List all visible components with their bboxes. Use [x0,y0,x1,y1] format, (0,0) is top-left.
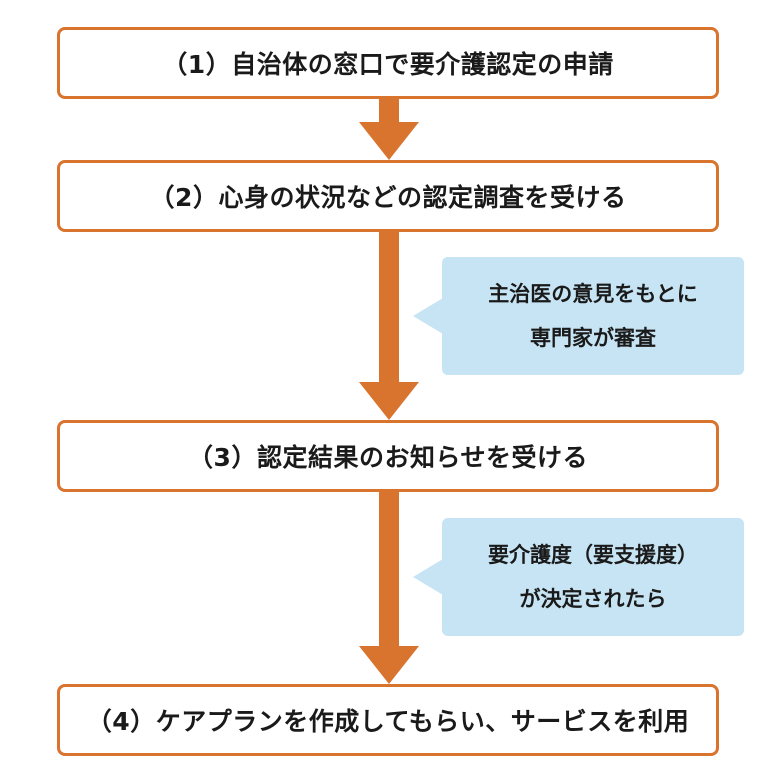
note-1-line-2: 専門家が審査 [530,326,656,350]
note-2-line-1: 要介護度（要支援度） [488,543,698,567]
note-2-tail [413,559,443,595]
step-3-box: （3）認定結果のお知らせを受ける [57,420,719,492]
step-3-label: （3）認定結果のお知らせを受ける [188,443,588,472]
arrow-3-shaft [379,492,399,649]
note-1-line-1: 主治医の意見をもとに [488,282,698,306]
arrow-1-shaft [379,99,399,125]
step-4-box: （4）ケアプランを作成してもらい、サービスを利用 [57,684,719,756]
arrow-2-head [359,382,419,420]
arrow-2-shaft [379,232,399,385]
step-2-box: （2）心身の状況などの認定調査を受ける [57,160,719,232]
step-2-label: （2）心身の状況などの認定調査を受ける [149,183,627,212]
note-1-tail [413,298,443,334]
step-1-label: （1）自治体の窓口で要介護認定の申請 [162,50,614,79]
note-2-line-2: が決定されたら [519,587,667,611]
arrow-1-head [359,122,419,160]
arrow-3-head [359,646,419,684]
step-4-label: （4）ケアプランを作成してもらい、サービスを利用 [86,707,690,736]
step-1-box: （1）自治体の窓口で要介護認定の申請 [57,27,719,99]
note-2-callout: 要介護度（要支援度） が決定されたら [442,518,744,636]
note-1-callout: 主治医の意見をもとに 専門家が審査 [442,257,744,375]
